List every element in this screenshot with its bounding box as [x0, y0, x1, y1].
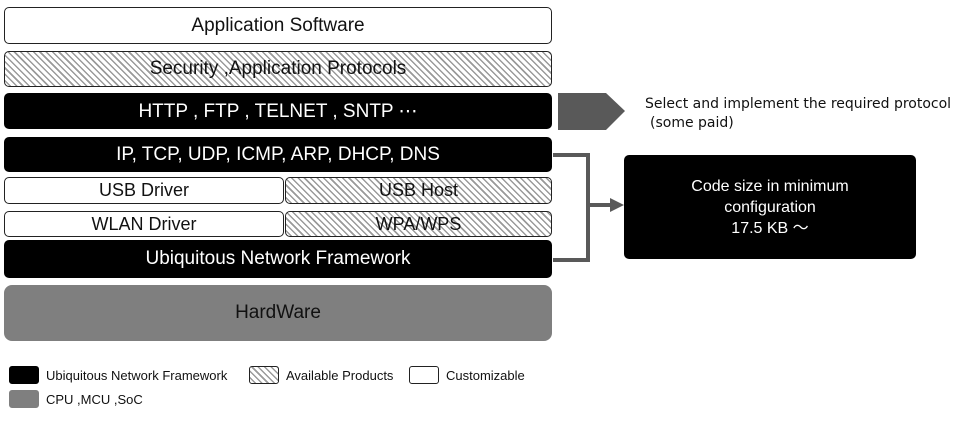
- legend-customizable-swatch: [409, 366, 439, 384]
- protocol-note-line1: Select and implement the required protoc…: [645, 96, 952, 112]
- legend-cpu: CPU ,MCU ,SoC: [9, 390, 143, 408]
- protocol-note-line2: (some paid): [650, 115, 734, 131]
- hardware-label: HardWare: [235, 302, 321, 323]
- legend-available: Available Products: [249, 366, 393, 384]
- application-protocols-label: HTTP , FTP , TELNET , SNTP ⋯: [138, 100, 418, 122]
- security-protocols-label: Security ,Application Protocols: [149, 58, 407, 79]
- application-software-layer: Application Software: [4, 7, 552, 44]
- legend-framework-label: Ubiquitous Network Framework: [46, 367, 228, 383]
- legend-available-label: Available Products: [286, 367, 394, 383]
- wpa-wps-label: WPA/WPS: [375, 213, 462, 234]
- legend-framework-swatch: [9, 366, 39, 384]
- protocol-select-arrow: [558, 93, 625, 130]
- application-protocols-layer: HTTP , FTP , TELNET , SNTP ⋯: [4, 93, 552, 129]
- security-protocols-layer: Security ,Application Protocols: [4, 51, 552, 87]
- network-protocols-layer: IP, TCP, UDP, ICMP, ARP, DHCP, DNS: [4, 137, 552, 172]
- legend-cpu-swatch: [9, 390, 39, 408]
- usb-driver-label: USB Driver: [98, 180, 189, 200]
- usb-host-layer: USB Host: [285, 177, 552, 204]
- framework-layer: Ubiquitous Network Framework: [4, 240, 552, 278]
- hardware-layer: HardWare: [4, 285, 552, 341]
- code-size-line1: Code size in minimum: [691, 177, 849, 195]
- application-software-label: Application Software: [191, 14, 365, 36]
- usb-host-label: USB Host: [378, 180, 459, 200]
- legend-cpu-label: CPU ,MCU ,SoC: [46, 391, 143, 407]
- code-size-line3: 17.5 KB ～: [731, 219, 809, 237]
- wlan-driver-layer: WLAN Driver: [4, 211, 284, 237]
- legend-customizable: Customizable: [409, 366, 525, 384]
- wpa-wps-layer: WPA/WPS: [285, 211, 552, 237]
- wlan-driver-label: WLAN Driver: [91, 213, 197, 234]
- code-size-arrow-head: [610, 198, 624, 212]
- code-size-bracket: [553, 153, 590, 262]
- protocol-note: Select and implement the required protoc…: [645, 95, 951, 133]
- legend-customizable-label: Customizable: [446, 367, 525, 383]
- framework-label: Ubiquitous Network Framework: [145, 248, 411, 269]
- usb-driver-layer: USB Driver: [4, 177, 284, 204]
- legend-framework: Ubiquitous Network Framework: [9, 366, 227, 384]
- legend-available-swatch: [249, 366, 279, 384]
- network-protocols-label: IP, TCP, UDP, ICMP, ARP, DHCP, DNS: [116, 143, 440, 165]
- code-size-box: Code size in minimum configuration 17.5 …: [624, 155, 916, 259]
- code-size-line2: configuration: [724, 198, 816, 216]
